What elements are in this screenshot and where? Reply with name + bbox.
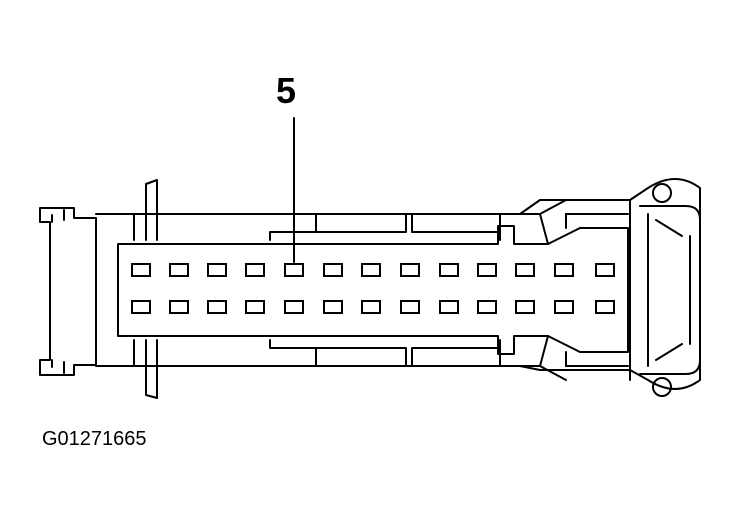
pin-top-1 — [131, 263, 151, 277]
pin-top-11 — [515, 263, 535, 277]
connector-housing — [95, 178, 701, 390]
mounting-hole-top — [652, 183, 672, 203]
pin-top-7 — [361, 263, 381, 277]
left-flange — [39, 207, 97, 376]
pin-bottom-8 — [400, 300, 420, 314]
pin-top-9 — [439, 263, 459, 277]
pin-bottom-4 — [245, 300, 265, 314]
pin-row-top — [131, 263, 615, 277]
pin-bottom-9 — [439, 300, 459, 314]
pin-top-10 — [477, 263, 497, 277]
pin-bottom-3 — [207, 300, 227, 314]
mounting-hole-bottom — [652, 377, 672, 397]
pin-bottom-6 — [323, 300, 343, 314]
pin-top-13 — [595, 263, 615, 277]
pin-top-6 — [323, 263, 343, 277]
pin-top-3 — [207, 263, 227, 277]
pin-top-4 — [245, 263, 265, 277]
figure-id: G01271665 — [42, 428, 147, 450]
pin-bottom-1 — [131, 300, 151, 314]
right-end-cap — [629, 183, 701, 397]
pin-top-2 — [169, 263, 189, 277]
pin-top-5 — [284, 263, 304, 277]
pin-top-12 — [554, 263, 574, 277]
pin-bottom-10 — [477, 300, 497, 314]
pin-bottom-7 — [361, 300, 381, 314]
locking-tab-top — [145, 179, 158, 241]
locking-tab-bottom — [145, 339, 158, 399]
pin-bottom-13 — [595, 300, 615, 314]
pin-bottom-12 — [554, 300, 574, 314]
pin-row-bottom — [131, 300, 615, 314]
pin-bottom-11 — [515, 300, 535, 314]
pin-top-8 — [400, 263, 420, 277]
pin-bottom-5 — [284, 300, 304, 314]
callout-label: 5 — [276, 70, 296, 111]
pin-bottom-2 — [169, 300, 189, 314]
